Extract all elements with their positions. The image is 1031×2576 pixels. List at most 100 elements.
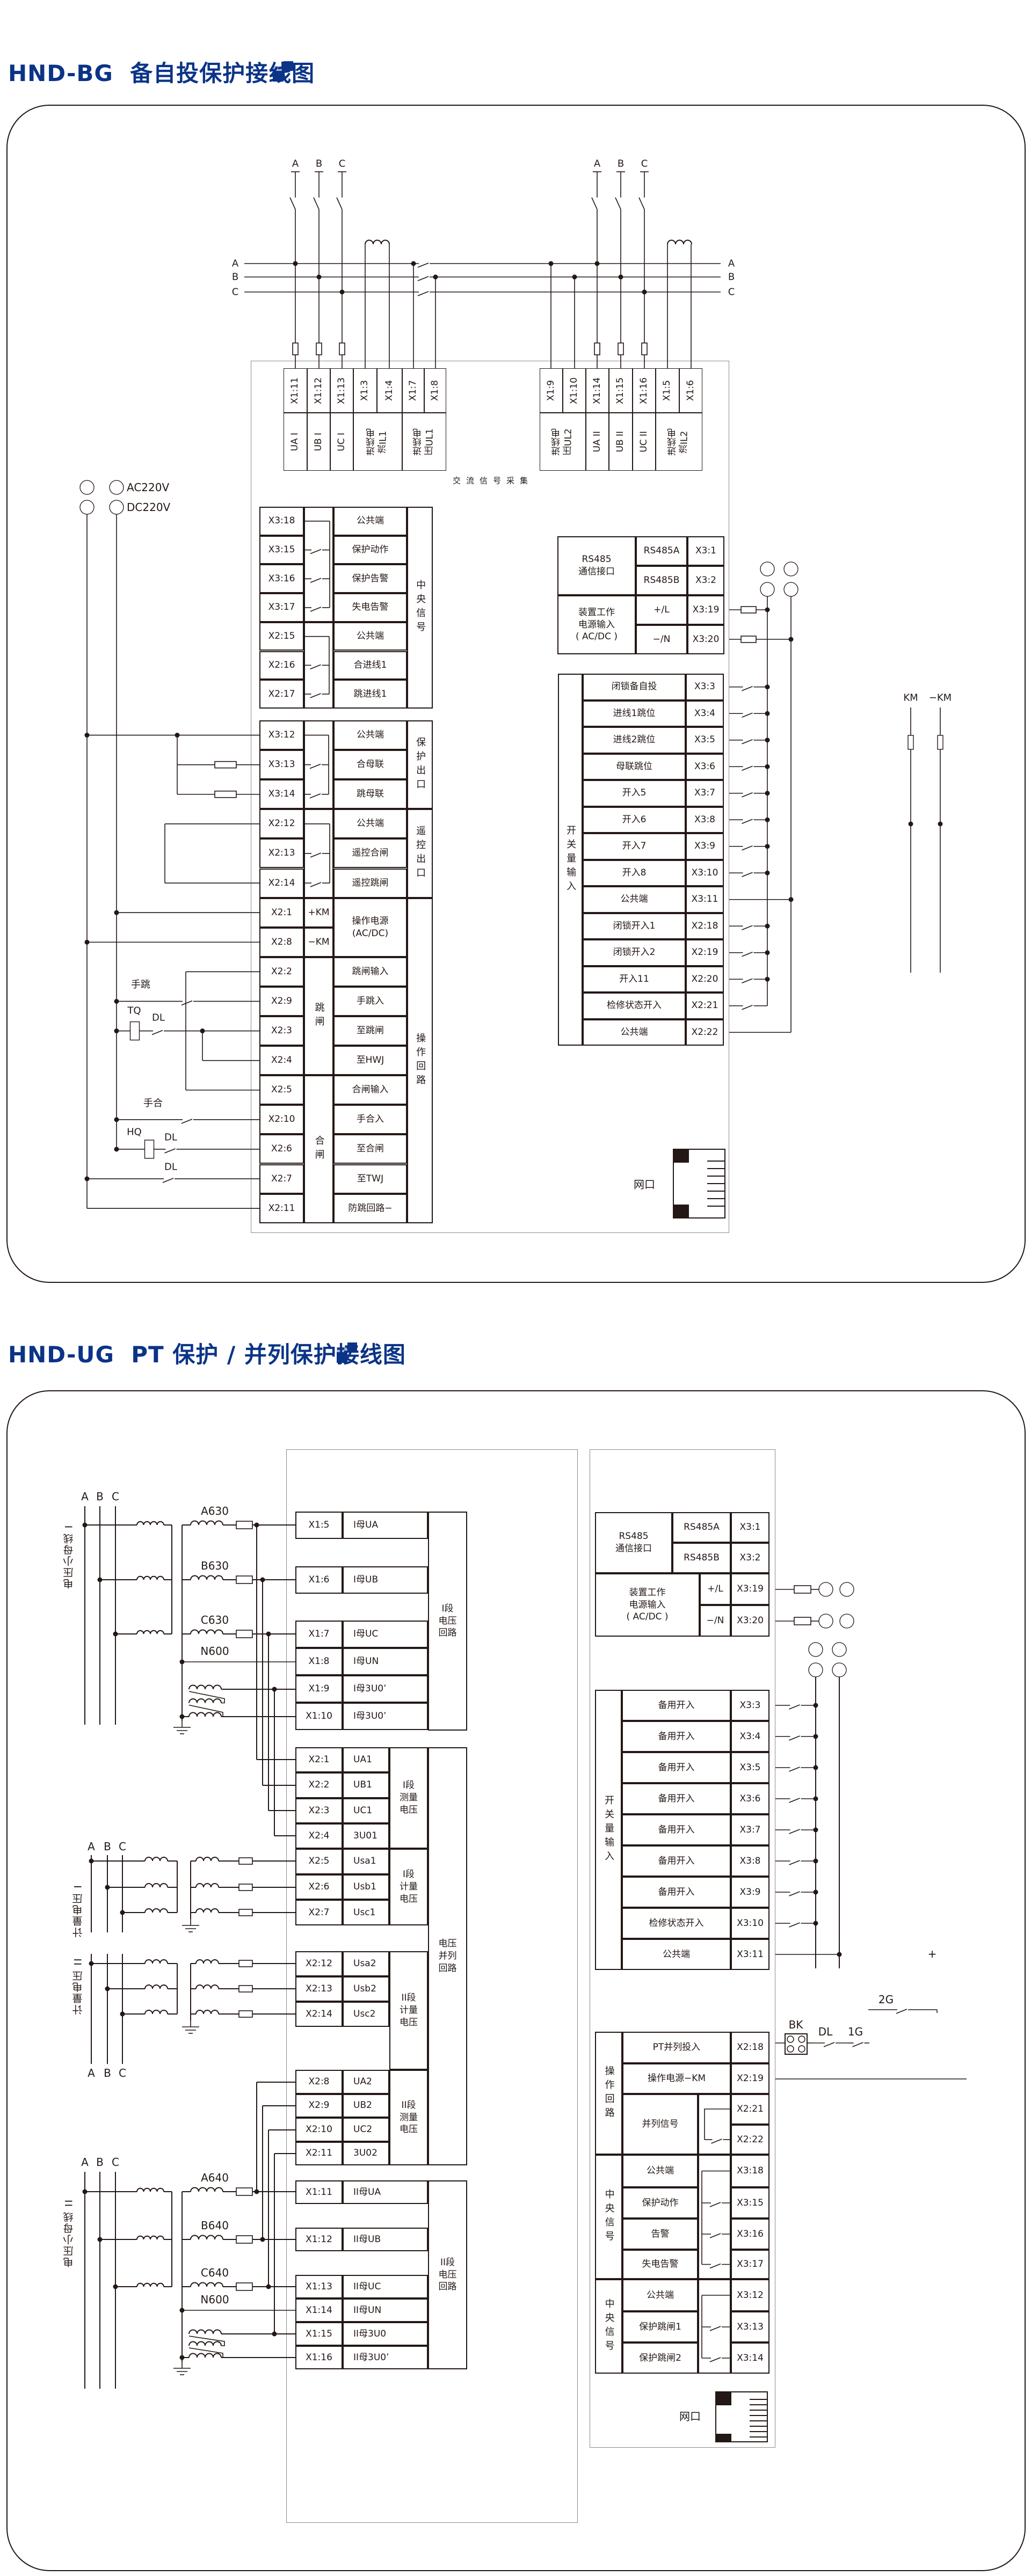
group-label-central-signal: 中央信号 <box>595 2279 622 2374</box>
terminal-cell-text: X2:12 <box>306 1958 332 1969</box>
terminal-cell: X3:15 <box>259 535 304 565</box>
terminal-cell: X1:7 <box>295 1621 343 1648</box>
ac-terminal-cell: X1:11 <box>284 368 307 413</box>
terminal-cell-text: X3:14 <box>737 2352 764 2363</box>
phase-label: C <box>641 158 648 170</box>
supply-l: L <box>812 1644 819 1655</box>
ac-signal-label-text: UA II <box>591 431 602 453</box>
terminal-cell: X3:10 <box>731 1908 769 1939</box>
group-label-protection-output: 保护出口 <box>407 720 433 809</box>
terminal-cell-text: X3:12 <box>268 729 295 741</box>
binary-input-label-text: 开入7 <box>622 841 647 852</box>
terminal-cell-text: X3:19 <box>692 604 720 616</box>
terminal-cell-text: X3:19 <box>737 1583 764 1595</box>
signal-label-cell: Usb1 <box>343 1874 389 1900</box>
terminal-cell-text: X3:5 <box>739 1762 761 1773</box>
signal-cell-text: −/N <box>706 1615 724 1626</box>
terminal-cell-text: X3:15 <box>268 544 295 556</box>
signal-label-cell-text: 手合入 <box>357 1114 384 1125</box>
device-outline <box>590 1449 775 2448</box>
terminal-cell: X3:7 <box>686 780 724 807</box>
signal-label-cell: 保护告警 <box>333 564 407 594</box>
bk-label: BK <box>788 2018 803 2031</box>
signal-label-cell: 跳闸输入 <box>333 957 407 987</box>
signal-label-cell-text: UA2 <box>353 2076 372 2087</box>
signal-label-cell: II母3U0’ <box>343 2346 428 2369</box>
terminal-cell-text: X3:9 <box>694 841 715 852</box>
group-label-central-signal-text: 中央信号 <box>603 2189 615 2245</box>
terminal-cell-text: X1:16 <box>306 2352 332 2363</box>
terminal-cell: X3:13 <box>259 750 304 780</box>
terminal-cell: X3:6 <box>731 1783 769 1814</box>
signal-label-cell-text: I母UC <box>353 1629 379 1640</box>
terminal-cell: X1:8 <box>295 1648 343 1675</box>
ac-signal-label: UC I <box>330 413 353 471</box>
ac-terminal-cell: X1:10 <box>563 368 586 413</box>
terminal-cell-text: X3:6 <box>739 1793 761 1804</box>
operation-label-text: PT并列投入 <box>652 2042 701 2053</box>
meter-name-label: 计量电压 II <box>72 1957 84 2015</box>
binary-input-label: 开入6 <box>583 806 686 833</box>
phase-label: C <box>112 1490 119 1503</box>
terminal-cell: X2:12 <box>295 1951 343 1976</box>
terminal-cell-text: X2:1 <box>271 907 292 918</box>
signal-label-cell: I母3U0’ <box>343 1703 428 1730</box>
binary-input-label: 备用开入 <box>622 1690 731 1721</box>
terminal-cell-text: X2:10 <box>306 2123 332 2135</box>
signal-label-cell-text: I母UB <box>353 1574 379 1586</box>
terminal-cell-text: X3:16 <box>268 573 295 584</box>
terminal-cell-text: X2:15 <box>268 631 295 642</box>
signal-label-cell-text: 跳进线1 <box>353 688 387 699</box>
power-input-label-text: 装置工作 电源输入 ( AC/DC ) <box>576 607 618 643</box>
terminal-cell-text: X2:19 <box>691 947 718 958</box>
terminal-cell: X3:4 <box>731 1721 769 1752</box>
terminal-cell-text: X2:11 <box>268 1202 295 1214</box>
supply-n: N <box>836 1644 843 1655</box>
terminal-cell: X2:16 <box>259 651 304 680</box>
terminal-cell-text: X2:5 <box>308 1856 330 1867</box>
operation-label-text: 操作电源−KM <box>647 2073 706 2084</box>
terminal-cell-text: X3:1 <box>739 1522 761 1533</box>
signal-label-cell-text: Usa2 <box>353 1958 376 1969</box>
signal-label-cell: 公共端 <box>333 720 407 750</box>
ac-signal-label: UB I <box>307 413 330 471</box>
binary-input-label: 备用开入 <box>622 1877 731 1908</box>
signal-label-cell-text: Usc1 <box>353 1907 376 1918</box>
binary-input-label: 闭锁开入2 <box>583 939 686 966</box>
neutral-label: N600 <box>200 2293 229 2306</box>
ac-terminal-cell: X1:7 <box>402 368 424 413</box>
signal-label-cell: I母UC <box>343 1621 428 1648</box>
signal-label-cell: Usa1 <box>343 1849 389 1874</box>
group-label-voltage-circuit-text: I段 电压 回路 <box>438 1603 457 1639</box>
group-label-central-signal-text: 中央信号 <box>603 2298 615 2354</box>
signal-label-cell: 公共端 <box>333 507 407 536</box>
group-label-voltage-circuit-text: II段 电压 回路 <box>438 2257 457 2293</box>
phase-label: A <box>81 1490 89 1503</box>
signal-label-cell-text: 保护告警 <box>352 573 389 584</box>
group-label-operation-circuit-text: 操作回路 <box>415 1032 426 1089</box>
signal-cell-text: −/N <box>652 634 671 645</box>
terminal-cell: X2:11 <box>295 2141 343 2165</box>
supply-l: L <box>764 563 771 575</box>
group-label-meter2: II段 计量 电压 <box>389 1951 428 2070</box>
signal-label-cell-text: I母3U0’ <box>353 1711 387 1722</box>
terminal-cell-text: X2:17 <box>268 688 295 699</box>
signal-label-cell-text: 至合闸 <box>357 1143 384 1155</box>
bus-label: A <box>231 258 239 269</box>
phase-label: B <box>617 158 625 170</box>
terminal-cell: X2:4 <box>295 1823 343 1849</box>
ac-signal-label-text: UB I <box>313 432 324 451</box>
terminal-cell-text: X3:11 <box>737 1949 764 1960</box>
signal-label-cell: Usb2 <box>343 1976 389 2002</box>
terminal-cell-text: X3:9 <box>739 1886 761 1898</box>
binary-input-label-text: 公共端 <box>620 1026 648 1038</box>
signal-label-cell: UA2 <box>343 2070 389 2094</box>
group-label-operation-circuit: 操作回路 <box>407 897 433 1223</box>
terminal-cell: X2:15 <box>259 622 304 651</box>
group-label-remote-output-text: 遥控出口 <box>415 825 426 881</box>
binary-input-label: 公共端 <box>583 1019 686 1046</box>
ac-signal-label-text: UC II <box>638 431 649 453</box>
signal-label-cell-text: Usc2 <box>353 2009 376 2020</box>
terminal-cell: X2:1 <box>259 897 304 928</box>
terminal-cell: X3:9 <box>686 833 724 860</box>
